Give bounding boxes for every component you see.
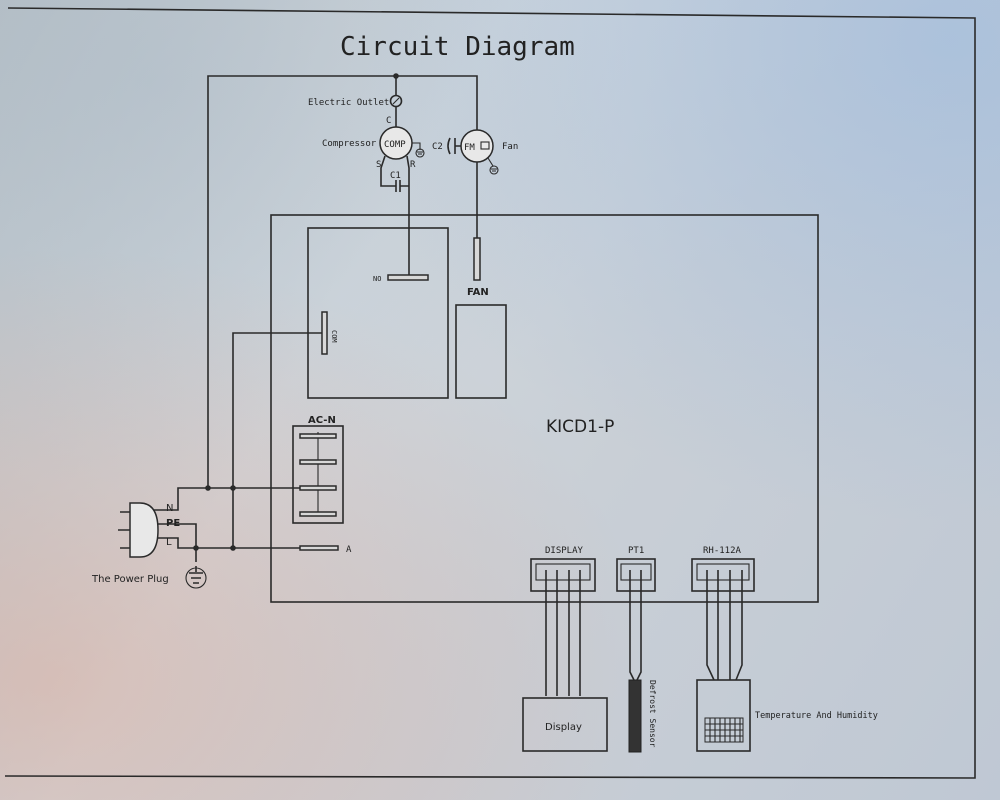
- board-name: KICD1-P: [546, 417, 614, 437]
- pt1-connector: [616, 558, 656, 592]
- display-module: [522, 697, 608, 752]
- display-connector-label: DISPLAY: [545, 546, 584, 556]
- fan-terminal-label: FAN: [467, 287, 489, 298]
- compressor-inner-label: COMP: [384, 140, 406, 150]
- rh-connector-label: RH-112A: [703, 546, 742, 556]
- rh-connector: [691, 558, 755, 592]
- rh-cable: [706, 570, 743, 681]
- compressor-ground-icon: [415, 148, 425, 158]
- pt1-connector-label: PT1: [628, 546, 644, 556]
- temp-humidity-label: Temperature And Humidity: [755, 711, 878, 721]
- wire-c1-loop: [380, 155, 410, 278]
- fan-box: [455, 304, 507, 399]
- defrost-sensor-probe: [628, 679, 642, 753]
- acn-pin-1: [299, 433, 337, 439]
- wire-com: [232, 332, 322, 548]
- main-board: [270, 214, 819, 603]
- plug-pe-label: PE: [166, 518, 180, 529]
- power-plug-icon: [129, 502, 159, 558]
- fan-label: Fan: [502, 142, 518, 152]
- diagram-title: Circuit Diagram: [340, 32, 575, 62]
- acn-block: [292, 425, 344, 524]
- temp-humidity-grille-icon: [704, 717, 744, 743]
- acn-pin-3: [299, 485, 337, 491]
- capacitor-c2-icon: [447, 137, 461, 155]
- acn-pin-2: [299, 459, 337, 465]
- plug-name-label: The Power Plug: [91, 574, 169, 585]
- pt1-cable: [629, 570, 642, 681]
- display-cable: [545, 570, 581, 696]
- pin-s-label: S: [376, 160, 381, 170]
- relay-box: [307, 227, 449, 399]
- display-module-label: Display: [545, 722, 582, 733]
- wire-l: [150, 537, 300, 549]
- fan-terminal: [473, 237, 481, 281]
- no-terminal: [387, 274, 429, 281]
- com-label: COM: [330, 330, 338, 343]
- a-terminal: [299, 545, 339, 551]
- com-terminal: [321, 311, 328, 355]
- a-label: A: [346, 545, 352, 555]
- outlet-label: Electric Outlet: [308, 98, 389, 108]
- outer-frame: [4, 7, 976, 779]
- cap-c2-label: C2: [432, 142, 443, 152]
- compressor-label: Compressor: [322, 139, 377, 149]
- pin-r-label: R: [410, 160, 416, 170]
- no-label: NO: [373, 275, 381, 283]
- fan-inner-label: FM: [464, 143, 475, 153]
- outlet-icon: [389, 94, 403, 108]
- defrost-sensor-label: Defrost Sensor: [648, 680, 657, 748]
- capacitor-c1-icon: [395, 180, 401, 192]
- plug-n-label: N: [166, 503, 173, 514]
- cap-c1-label: C1: [390, 171, 401, 181]
- wire-n: [150, 487, 300, 511]
- plug-l-label: L: [166, 537, 172, 548]
- acn-label: AC-N: [308, 415, 336, 426]
- acn-pin-4: [299, 511, 337, 517]
- temp-humidity-sensor: [696, 679, 751, 752]
- display-connector: [530, 558, 596, 592]
- wire-n-top: [207, 75, 478, 488]
- fan-ground-icon: [489, 165, 499, 175]
- pin-c-label: C: [386, 116, 391, 126]
- wire-pe: [150, 523, 197, 562]
